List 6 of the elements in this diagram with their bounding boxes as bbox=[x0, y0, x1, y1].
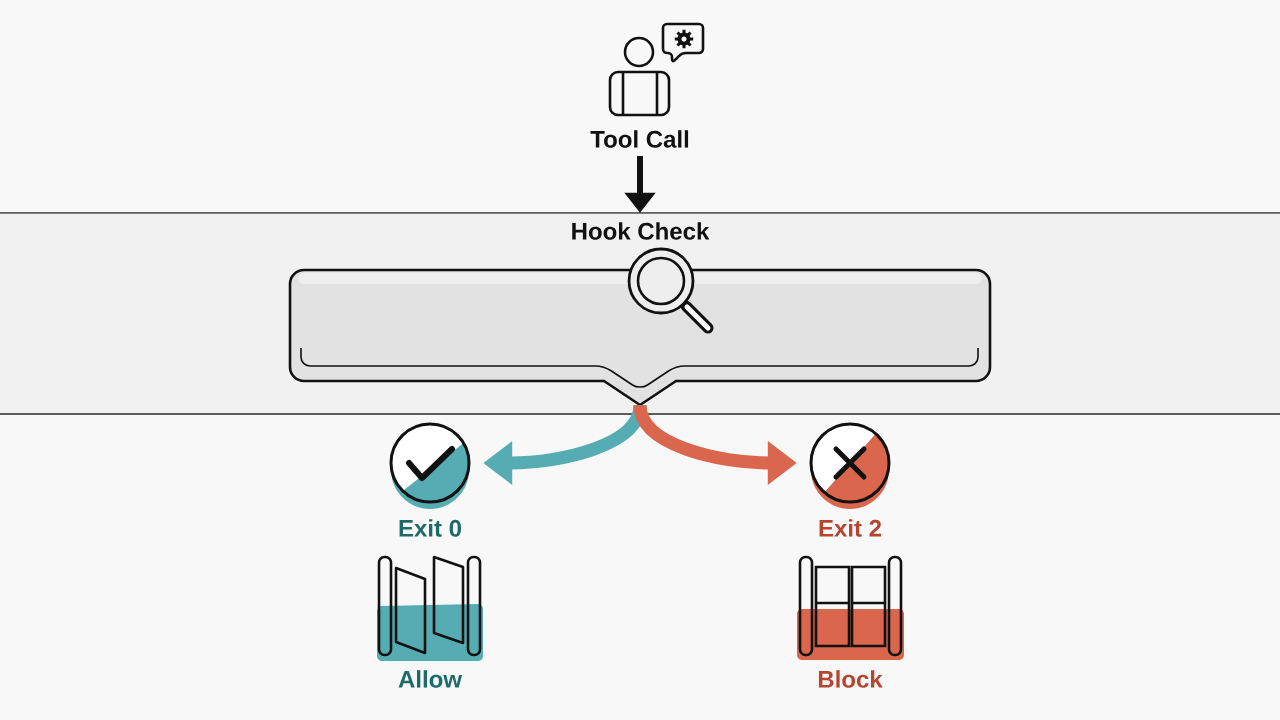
label: Block bbox=[818, 670, 883, 688]
node-label: Tool Call bbox=[590, 130, 689, 148]
node-label: Exit 0 bbox=[399, 519, 461, 537]
node-label: Exit 2 bbox=[819, 519, 882, 537]
label: Allow bbox=[398, 670, 463, 688]
heading: Hook Check bbox=[572, 222, 710, 240]
